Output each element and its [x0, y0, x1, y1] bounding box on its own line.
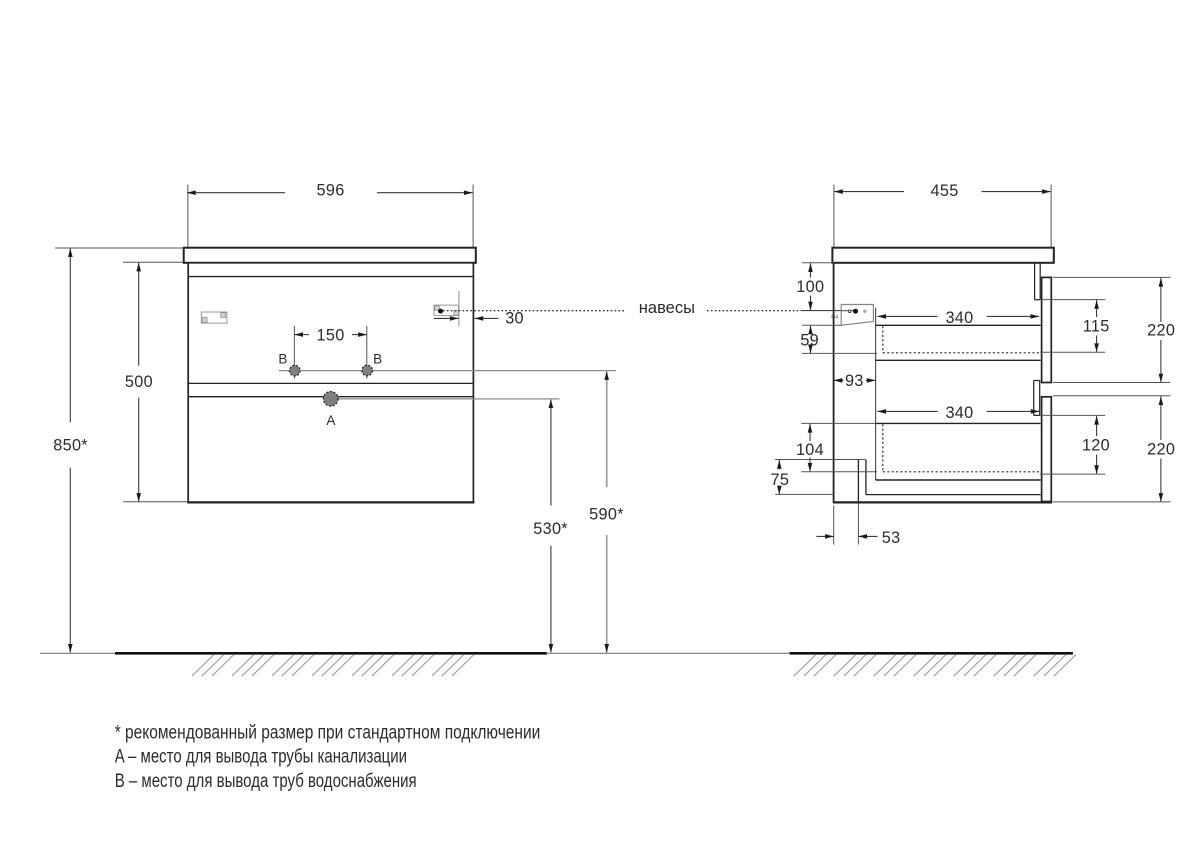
svg-text:220: 220: [1147, 322, 1175, 340]
svg-text:93: 93: [845, 372, 864, 390]
svg-text:100: 100: [796, 278, 824, 296]
svg-text:30: 30: [505, 309, 524, 327]
svg-text:* рекомендованный размер при с: * рекомендованный размер при стандартном…: [115, 723, 541, 744]
svg-text:навесы: навесы: [639, 298, 695, 317]
svg-text:150: 150: [317, 326, 345, 344]
svg-text:59: 59: [800, 332, 819, 350]
svg-text:120: 120: [1082, 436, 1110, 454]
svg-text:850*: 850*: [53, 437, 88, 455]
svg-text:B: B: [373, 351, 382, 366]
svg-text:596: 596: [317, 181, 345, 199]
svg-text:220: 220: [1147, 441, 1175, 459]
svg-text:A – место для вывода трубы кан: A – место для вывода трубы канализации: [115, 746, 407, 767]
svg-text:104: 104: [796, 441, 824, 459]
svg-text:2: 2: [831, 314, 840, 319]
svg-text:340: 340: [945, 404, 973, 422]
svg-text:75: 75: [771, 471, 790, 489]
svg-text:590*: 590*: [589, 505, 624, 523]
svg-text:53: 53: [882, 529, 901, 547]
svg-text:530*: 530*: [533, 520, 568, 538]
svg-text:A: A: [326, 413, 335, 428]
svg-text:340: 340: [945, 309, 973, 327]
svg-text:B: B: [278, 351, 287, 366]
svg-text:455: 455: [931, 182, 959, 200]
svg-text:500: 500: [125, 373, 153, 391]
svg-text:B – место для вывода труб водо: B – место для вывода труб водоснабжения: [115, 771, 417, 792]
svg-text:115: 115: [1083, 317, 1110, 335]
